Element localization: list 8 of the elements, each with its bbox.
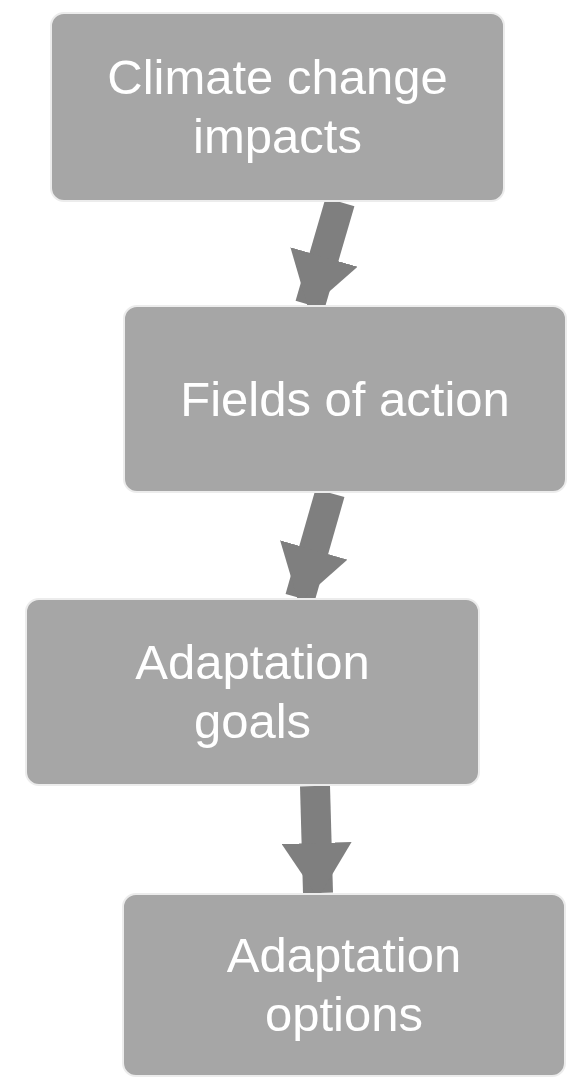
box-label: Fields of action	[179, 370, 511, 428]
process-box	[122, 893, 566, 1077]
process-box	[50, 12, 505, 202]
box-label: Climate change impacts	[106, 49, 449, 165]
box-label: Adaptation options	[225, 927, 463, 1043]
process-box	[123, 305, 567, 493]
box-label: Adaptation goals	[134, 634, 371, 750]
process-box	[25, 598, 480, 786]
